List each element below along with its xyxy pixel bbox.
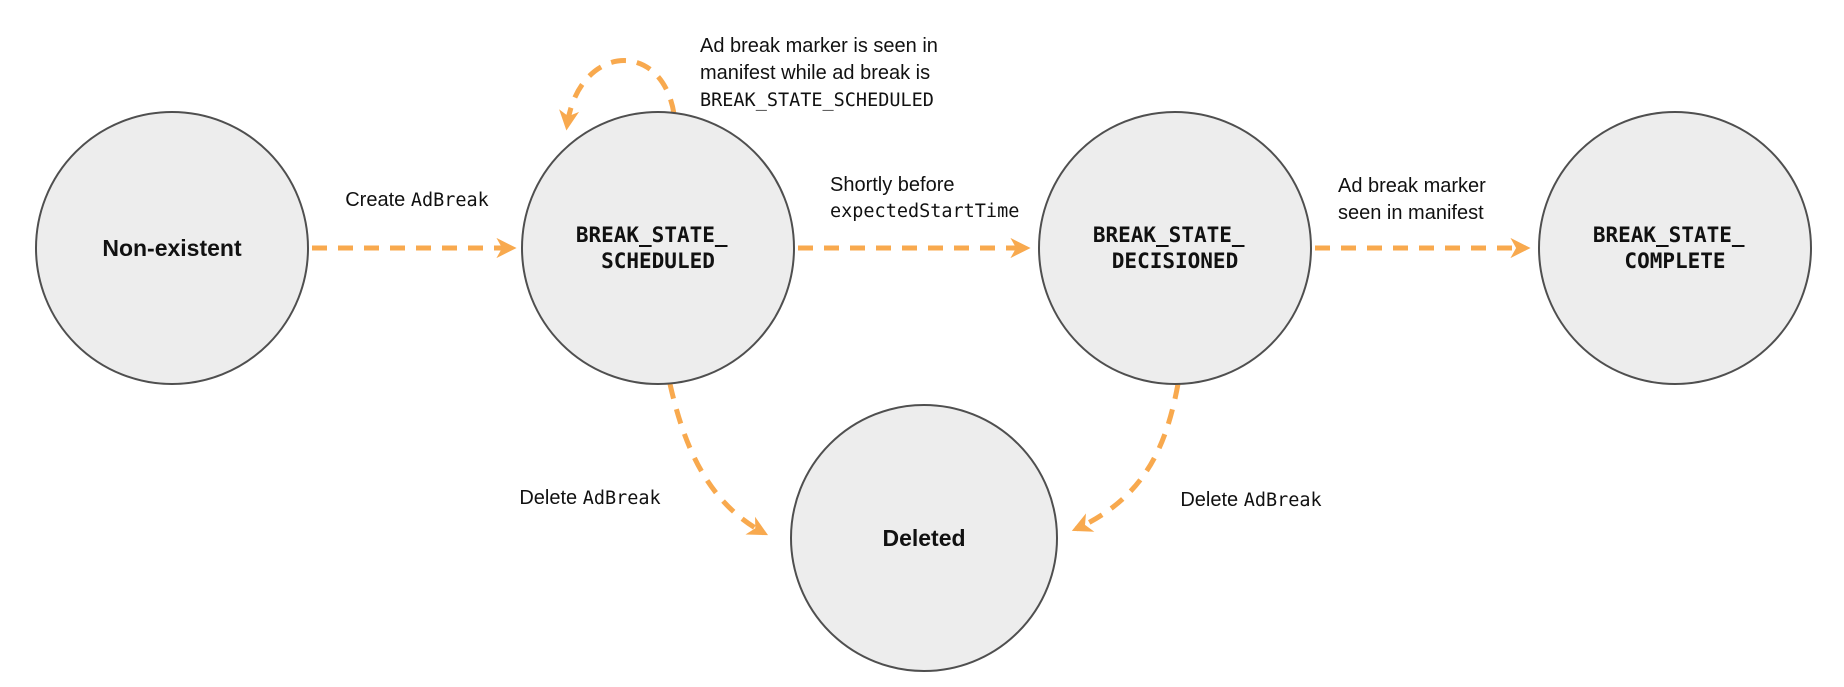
state-non-existent-label: Non-existent	[102, 235, 242, 261]
state-deleted-label: Deleted	[882, 525, 965, 551]
transition-delete-left-arrow	[667, 383, 769, 536]
state-break-state-decisioned	[1038, 111, 1312, 385]
state-non-existent	[35, 111, 309, 385]
label-delete-adbreak-right: Delete AdBreak	[1180, 489, 1321, 511]
state-scheduled-label: BREAK_STATE_ SCHEDULED	[576, 223, 740, 273]
state-break-state-scheduled	[521, 111, 795, 385]
state-deleted	[790, 404, 1058, 672]
transition-delete-right-arrow	[1071, 383, 1181, 532]
label-create-adbreak: Create AdBreak	[345, 189, 489, 211]
label-marker-seen: Ad break marker seen in manifest	[1338, 175, 1491, 224]
label-self-loop: Ad break marker is seen in manifest whil…	[700, 35, 943, 111]
label-delete-adbreak-left: Delete AdBreak	[519, 487, 660, 509]
state-break-state-complete	[1538, 111, 1812, 385]
transition-self-loop-arrow	[559, 58, 677, 131]
label-shortly-before: Shortly before expectedStartTime	[830, 174, 1019, 222]
state-decisioned-label: BREAK_STATE_ DECISIONED	[1093, 223, 1257, 273]
state-complete-label: BREAK_STATE_ COMPLETE	[1593, 223, 1757, 273]
